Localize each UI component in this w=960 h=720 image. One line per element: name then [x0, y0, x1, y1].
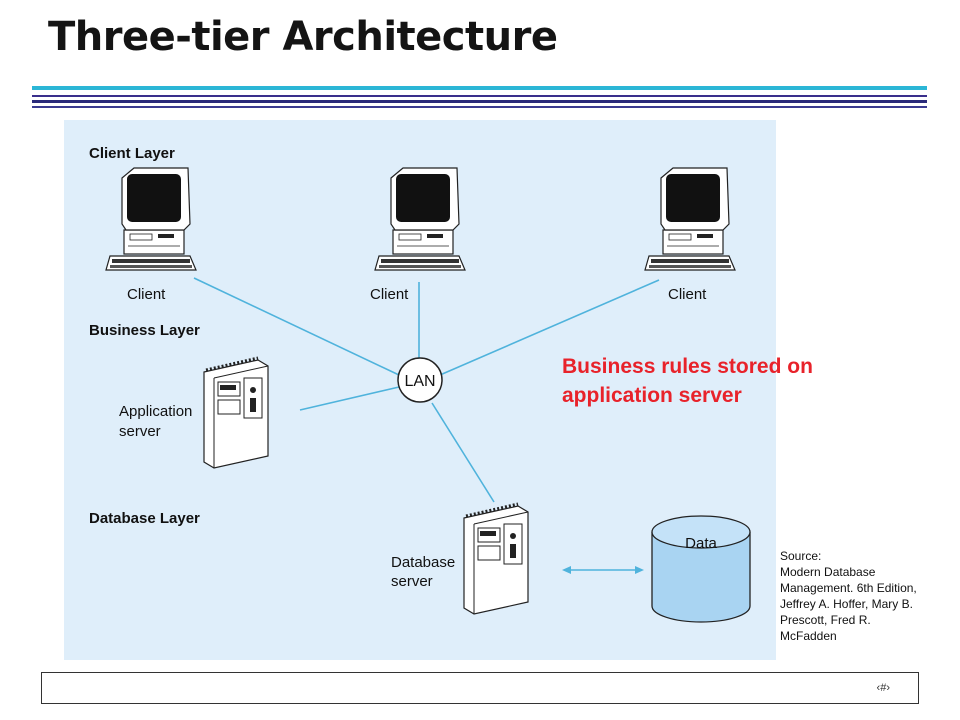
link-appserver-lan [299, 386, 400, 411]
source-line: Source: [780, 549, 822, 563]
client-computer-icon [644, 167, 736, 271]
app-server-label-line1: Application [119, 403, 192, 420]
source-line: Prescott, Fred R. [780, 613, 871, 627]
page-number: ‹#› [876, 682, 890, 694]
layer-label-client: Client Layer [89, 145, 175, 162]
title-rule-cyan [32, 86, 927, 90]
slide-title: Three-tier Architecture [48, 14, 558, 60]
arrow-left-icon [562, 566, 571, 574]
lan-label: LAN [404, 373, 435, 390]
data-store-label: Data [685, 535, 717, 552]
callout-line2: application server [562, 384, 742, 407]
data-store-icon [651, 515, 751, 623]
app-server-label-line2: server [119, 423, 161, 440]
source-line: Jeffrey A. Hoffer, Mary B. [780, 597, 913, 611]
network-links [193, 277, 660, 574]
callout-line1: Business rules stored on [562, 355, 813, 378]
database-server-icon [462, 502, 530, 616]
client-computer-icon [374, 167, 466, 271]
title-rule-navy-2 [32, 100, 927, 103]
client-label: Client [668, 286, 707, 303]
layer-label-business: Business Layer [89, 322, 200, 339]
source-line: McFadden [780, 629, 837, 643]
source-line: Management. 6th Edition, [780, 581, 917, 595]
client-label: Client [127, 286, 166, 303]
application-server-icon [202, 356, 270, 470]
arrow-right-icon [635, 566, 644, 574]
link-client-left-lan [193, 277, 400, 376]
link-dbserver-lan [431, 402, 495, 503]
client-label: Client [370, 286, 409, 303]
footer-bar: ‹#› [41, 672, 919, 704]
title-rule-navy-3 [32, 106, 927, 108]
lan-hub [397, 357, 443, 403]
architecture-diagram: Client Layer Business Layer Database Lay… [89, 145, 751, 623]
source-line: Modern Database [780, 565, 876, 579]
client-computer-icon [105, 167, 197, 271]
db-server-label-line2: server [391, 573, 433, 590]
business-rules-callout: Business rules stored on application ser… [562, 352, 862, 410]
title-rule-navy-1 [32, 95, 927, 97]
source-citation: Source: Modern Database Management. 6th … [780, 548, 940, 644]
layer-label-database: Database Layer [89, 510, 200, 527]
db-server-label-line1: Database [391, 554, 455, 571]
link-client-right-lan [439, 279, 660, 376]
